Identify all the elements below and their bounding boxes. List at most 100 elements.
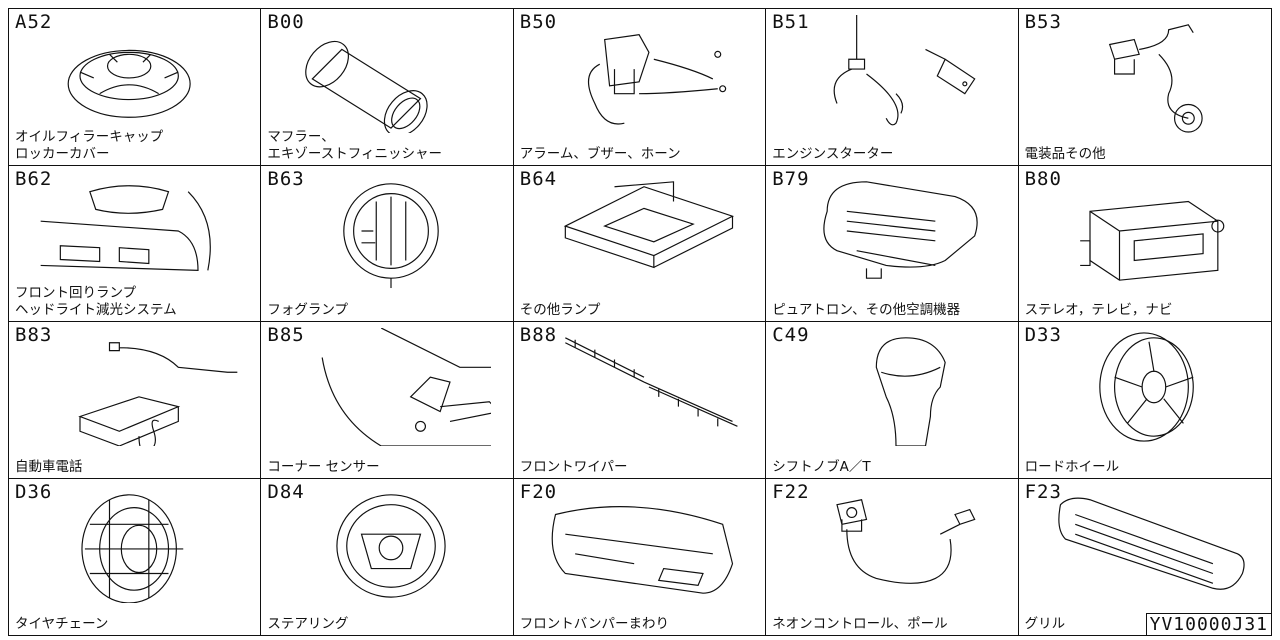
parts-catalog-sheet: A52 オイルフィラーキャップロッカーカバー B00 マフラー、エキゾーストフィニッシ… — [8, 8, 1272, 636]
item-label-line: アラーム、ブザー、ホーン — [519, 145, 681, 162]
item-label: タイヤチェーン — [15, 616, 108, 633]
tire-chain-icon — [39, 485, 239, 604]
item-label-line: フロント回りランプ — [15, 285, 137, 301]
item-label-line: エキゾーストフィニッシャー — [267, 145, 442, 162]
item-label-line: コーナー センサー — [267, 458, 380, 475]
shift-knob-icon — [796, 328, 996, 447]
car-phone-icon — [39, 328, 239, 453]
item-label-line: タイヤチェーン — [15, 616, 109, 632]
item-label: コーナー センサー — [267, 459, 379, 476]
item-code: B64 — [519, 167, 558, 190]
air-purifier-icon — [796, 172, 996, 290]
catalog-item-d33[interactable]: D33 ロードホイール — [1018, 322, 1271, 479]
item-label: エンジンスターター — [772, 146, 893, 163]
item-code: A52 — [15, 11, 53, 33]
wiper-blade-icon — [544, 328, 744, 446]
muffler-icon — [291, 15, 491, 137]
stereo-icon — [1049, 172, 1249, 290]
item-label: ピュアトロン、その他空調機器 — [772, 302, 960, 319]
item-label-line: ピュアトロン、その他空調機器 — [772, 302, 961, 318]
item-code: F23 — [1024, 480, 1062, 503]
catalog-item-b53[interactable]: B53 電装品その他 — [1018, 9, 1271, 166]
item-code: D33 — [1024, 324, 1062, 346]
catalog-item-b50[interactable]: B50 アラーム、ブザー、ホーン — [513, 9, 767, 166]
item-code: B79 — [772, 167, 810, 190]
item-label-line: 電装品その他 — [1024, 145, 1106, 162]
catalog-item-f23[interactable]: F23 グリル — [1019, 479, 1271, 636]
item-label-line: エンジンスターター — [772, 145, 894, 162]
front-bumper-icon — [544, 485, 744, 603]
item-label: ステレオ，テレビ，ナビ — [1025, 302, 1173, 319]
catalog-item-b88[interactable]: B88 フロントワイパー — [513, 322, 767, 479]
item-code: B88 — [519, 324, 558, 346]
item-label-line: オイルフィラーキャップ — [15, 128, 164, 145]
item-label: ステアリング — [267, 616, 348, 633]
item-code: B50 — [519, 11, 558, 33]
item-code: D84 — [267, 480, 305, 503]
item-label: シフトノブA／T — [772, 459, 870, 476]
item-label: 自動車電話 — [15, 459, 83, 476]
item-code: B51 — [772, 11, 810, 33]
item-code: B00 — [267, 11, 305, 33]
item-code: C49 — [772, 324, 810, 346]
room-lamp-icon — [544, 172, 744, 290]
item-label-line: フォグランプ — [267, 302, 348, 318]
catalog-item-b00[interactable]: B00 マフラー、エキゾーストフィニッシャー — [261, 9, 514, 166]
catalog-item-f20[interactable]: F20 フロントバンパーまわり — [514, 478, 767, 635]
item-label: アラーム、ブザー、ホーン — [520, 146, 681, 163]
item-label-line: ロードホイール — [1024, 458, 1120, 475]
catalog-item-b79[interactable]: B79 ピュアトロン、その他空調機器 — [766, 165, 1019, 322]
item-label: その他ランプ — [520, 302, 601, 319]
item-label: フロントバンパーまわり — [520, 616, 669, 633]
front-lamp-icon — [39, 172, 239, 290]
steering-wheel-icon — [291, 485, 491, 603]
fog-lamp-icon — [291, 172, 491, 290]
catalog-item-b62[interactable]: B62 フロント回りランプヘッドライト減光システム — [9, 165, 262, 322]
item-code: B80 — [1024, 167, 1062, 190]
item-label-line: 自動車電話 — [15, 458, 83, 475]
item-label: フォグランプ — [267, 302, 348, 319]
alarm-horn-icon — [544, 15, 744, 133]
item-label: ロードホイール — [1025, 459, 1120, 476]
catalog-item-b80[interactable]: B80 ステレオ，テレビ，ナビ — [1018, 166, 1271, 322]
catalog-item-d84[interactable]: D84 ステアリング — [261, 478, 514, 635]
catalog-item-a52[interactable]: A52 オイルフィラーキャップロッカーカバー — [9, 9, 262, 166]
item-label: フロントワイパー — [520, 459, 628, 476]
item-label-line: ヘッドライト減光システム — [15, 302, 177, 318]
item-label-line: フロントバンパーまわり — [519, 616, 669, 632]
item-label: マフラー、エキゾーストフィニッシャー — [267, 129, 442, 163]
item-label: 電装品その他 — [1025, 146, 1106, 163]
item-label-line: マフラー、 — [267, 128, 335, 145]
item-label: フロント回りランプヘッドライト減光システム — [15, 285, 177, 319]
item-label-line: その他ランプ — [519, 302, 601, 318]
item-code: B63 — [267, 167, 305, 190]
grille-icon — [1049, 485, 1249, 603]
item-label-line: グリル — [1024, 616, 1066, 632]
item-label-line: シフトノブA／T — [772, 458, 871, 475]
item-label-line: ネオンコントロール、ポール — [772, 616, 948, 632]
item-label: オイルフィラーキャップロッカーカバー — [15, 129, 163, 163]
item-label-line: ステアリング — [267, 616, 349, 632]
item-code: D36 — [15, 480, 53, 503]
catalog-item-b51[interactable]: B51 エンジンスターター — [766, 9, 1019, 166]
document-id: YV10000J31 — [1145, 613, 1272, 636]
oil-filler-cap-icon — [39, 15, 239, 133]
item-code: B62 — [15, 167, 53, 190]
item-label: ネオンコントロール、ポール — [772, 616, 948, 633]
item-code: B53 — [1024, 11, 1062, 33]
neon-control-icon — [796, 485, 996, 603]
corner-sensor-icon — [291, 327, 513, 447]
parts-grid: A52 オイルフィラーキャップロッカーカバー B00 マフラー、エキゾーストフィニッシ… — [8, 8, 1272, 636]
item-label-line: フロントワイパー — [519, 458, 628, 475]
catalog-item-c49[interactable]: C49 シフトノブA／T — [766, 322, 1019, 479]
item-code: F20 — [519, 480, 558, 503]
engine-starter-icon — [796, 15, 996, 133]
catalog-item-d36[interactable]: D36 タイヤチェーン — [9, 478, 262, 635]
item-label: グリル — [1025, 616, 1066, 633]
electrical-parts-icon — [1049, 15, 1249, 133]
catalog-item-b63[interactable]: B63 フォグランプ — [261, 165, 514, 322]
catalog-item-b64[interactable]: B64 その他ランプ — [513, 165, 767, 322]
